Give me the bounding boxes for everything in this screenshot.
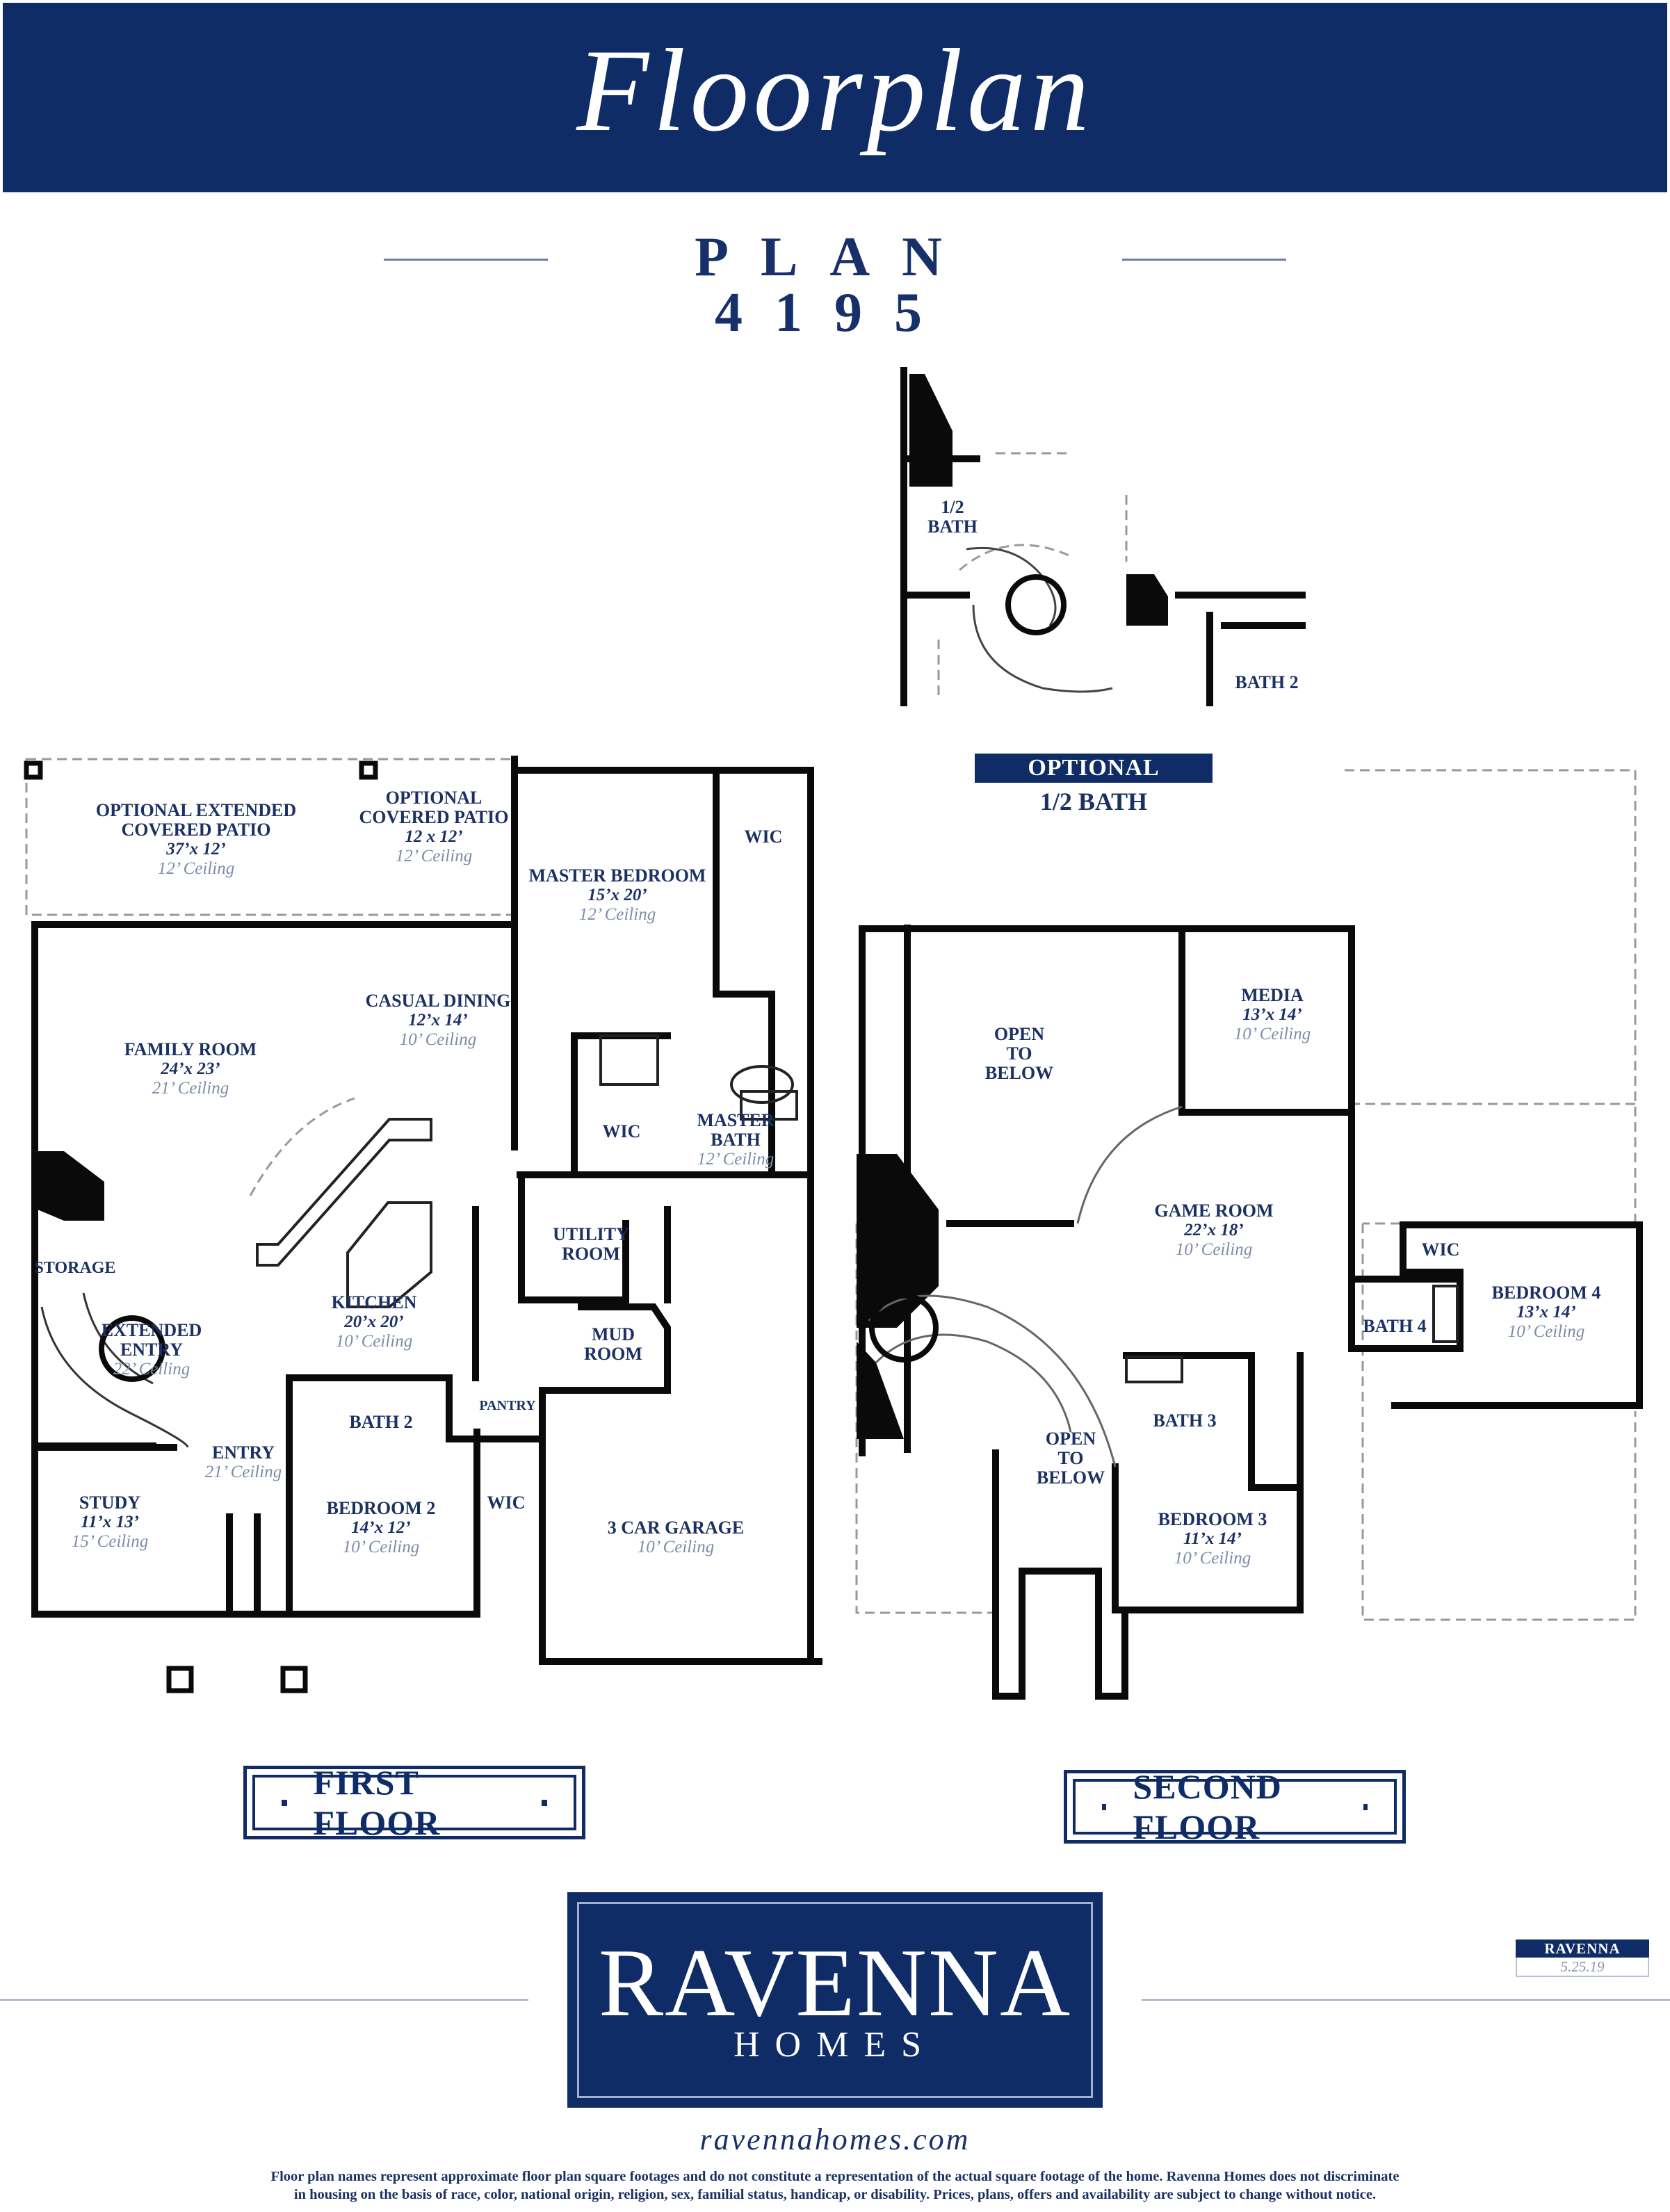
room-open-to-below-1: OPEN TO BELOW [984,1024,1054,1083]
room-storage: STORAGE [34,1259,116,1277]
room-bath-2: BATH 2 [349,1412,413,1432]
footer-rule-right [1142,1999,1670,2001]
room-bath-3: BATH 3 [1153,1410,1217,1431]
second-floor-fixtures [1125,1285,1459,1383]
page-title: Floorplan [576,25,1094,156]
banner-border [3,192,1667,193]
room-bath-4: BATH 4 [1363,1316,1427,1336]
room-media: MEDIA 13’x 14’ 10’ Ceiling [1233,985,1311,1044]
room-entry: ENTRY 21’ Ceiling [204,1442,282,1482]
second-floor-stair [868,1105,1183,1467]
first-floor-stair [40,1292,189,1448]
room-open-to-below-2: OPEN TO BELOW [1036,1429,1105,1488]
footer-rule-left [0,1999,528,2001]
room-kitchen: KITCHEN 20’x 20’ 10’ Ceiling [331,1292,417,1351]
room-half-bath: 1/2 BATH [927,497,978,537]
room-wic-closet: WIC [602,1121,641,1141]
version-stamp: RAVENNA 5.25.19 [1516,1939,1649,1977]
fireplace-blocks [38,374,1168,1453]
porch-columns [24,761,378,1693]
optional-label: OPTIONAL [975,754,1213,783]
room-master-wic: WIC [744,827,783,847]
room-family-room: FAMILY ROOM 24’x 23’ 21’ Ceiling [124,1039,257,1098]
room-wic-bedroom-4: WIC [1421,1239,1460,1260]
plan-title: PLAN 4195 [695,227,974,343]
header-banner [3,3,1667,192]
room-study: STUDY 11’x 13’ 15’ Ceiling [71,1493,149,1552]
version-name: RAVENNA [1516,1939,1649,1958]
disclaimer: Floor plan names represent approximate f… [181,2168,1489,2204]
room-master-bath: MASTER BATH 12’ Ceiling [697,1110,775,1169]
logo-wordmark: RAVENNA [598,1929,1072,2037]
plan-rule-left [384,259,548,261]
room-utility: UTILITY ROOM [553,1224,629,1264]
room-optional-covered-patio: OPTIONAL COVERED PATIO 12 x 12’ 12’ Ceil… [359,788,509,866]
second-floor-badge: SECOND FLOOR [1064,1767,1406,1846]
fixtures [599,1034,798,1121]
first-floor-label: FIRST FLOOR [313,1763,441,1842]
room-optional-extended-patio: OPTIONAL EXTENDED COVERED PATIO 37’x 12’… [95,800,297,879]
room-bedroom-2: BEDROOM 2 14’x 12’ 10’ Ceiling [326,1498,436,1557]
room-bedroom-3: BEDROOM 3 11’x 14’ 10’ Ceiling [1158,1509,1267,1568]
second-floor-label: SECOND FLOOR [1133,1767,1282,1846]
optional-stair [966,546,1113,693]
room-wic-bedroom-2: WIC [487,1493,526,1513]
room-master-bedroom: MASTER BEDROOM 15’x 20’ 12’ Ceiling [528,865,706,925]
first-floor-badge: FIRST FLOOR [243,1763,585,1842]
room-casual-dining: CASUAL DINING 12’x 14’ 10’ Ceiling [365,991,511,1050]
disclaimer-line-2: in housing on the basis of race, color, … [293,2187,1377,2202]
room-game-room: GAME ROOM 22’x 18’ 10’ Ceiling [1154,1201,1274,1260]
room-mud: MUD ROOM [584,1324,642,1364]
optional-sublabel: 1/2 BATH [1039,788,1148,815]
room-optional-bath-2: BATH 2 [1235,672,1299,692]
version-date: 5.25.19 [1516,1958,1649,1977]
room-extended-entry: EXTENDED ENTRY 22’ Ceiling [101,1320,202,1379]
room-pantry: PANTRY [479,1398,536,1413]
ravenna-logo [567,1892,1103,2108]
second-floor-windows [861,927,1112,1390]
room-bedroom-4: BEDROOM 4 13’x 14’ 10’ Ceiling [1491,1283,1601,1342]
first-floor-windows [76,769,640,926]
website-link[interactable]: ravennahomes.com [699,2122,971,2156]
room-garage: 3 CAR GARAGE 10’ Ceiling [607,1518,745,1557]
kitchen-island [256,1118,432,1308]
disclaimer-line-1: Floor plan names represent approximate f… [270,2169,1400,2184]
logo-subtitle: HOMES [733,2025,937,2065]
optional-half-bath-walls [900,367,1306,706]
plan-rule-right [1122,259,1286,261]
